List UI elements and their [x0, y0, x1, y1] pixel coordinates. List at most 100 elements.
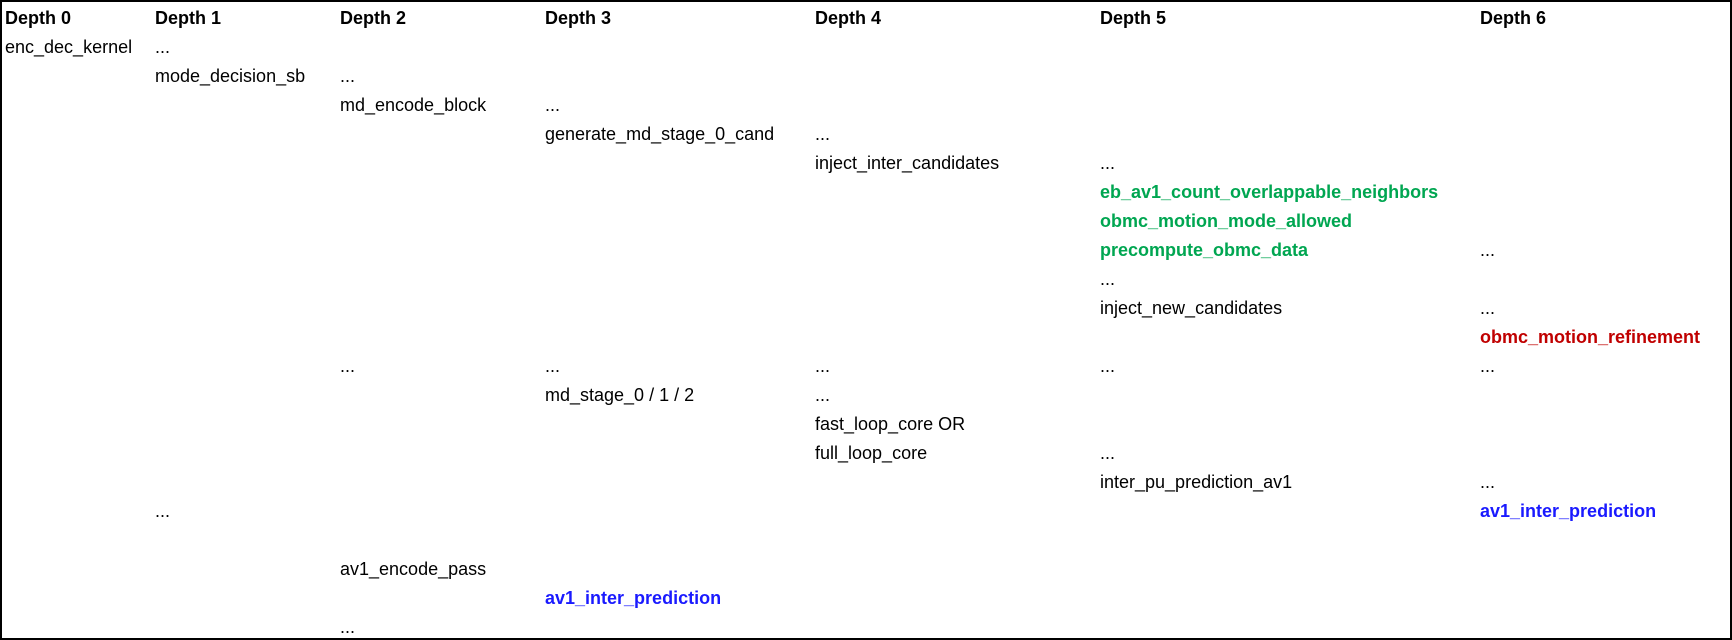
empty-cell — [545, 613, 815, 638]
ellipsis-marker: ... — [340, 356, 356, 376]
empty-cell — [1100, 526, 1480, 555]
empty-cell — [815, 33, 1100, 62]
empty-cell — [340, 410, 545, 439]
empty-cell — [1100, 497, 1480, 526]
function-name: inter_pu_prediction_av1 — [1100, 472, 1293, 492]
empty-cell — [155, 352, 340, 381]
empty-cell — [155, 236, 340, 265]
empty-cell — [1480, 33, 1730, 62]
function-name: eb_av1_count_overlappable_neighbors — [1100, 182, 1439, 202]
empty-cell — [5, 410, 155, 439]
empty-cell — [1480, 178, 1730, 207]
empty-cell — [1100, 120, 1480, 149]
empty-cell — [340, 149, 545, 178]
empty-cell — [815, 178, 1100, 207]
empty-cell — [155, 555, 340, 584]
empty-cell — [5, 120, 155, 149]
empty-cell — [545, 265, 815, 294]
empty-cell — [815, 294, 1100, 323]
function-name: inject_inter_candidates — [815, 153, 1000, 173]
empty-cell — [155, 91, 340, 120]
ellipsis-marker: ... — [815, 385, 831, 405]
empty-cell — [340, 439, 545, 468]
ellipsis-marker: ... — [155, 37, 171, 57]
empty-cell — [1100, 584, 1480, 613]
empty-cell — [1100, 410, 1480, 439]
empty-cell — [5, 265, 155, 294]
empty-cell — [5, 149, 155, 178]
empty-cell — [155, 323, 340, 352]
empty-cell — [545, 236, 815, 265]
empty-cell — [340, 497, 545, 526]
empty-cell — [155, 381, 340, 410]
empty-cell — [1100, 33, 1480, 62]
empty-cell — [155, 410, 340, 439]
empty-cell — [155, 294, 340, 323]
empty-cell — [545, 526, 815, 555]
empty-cell — [340, 584, 545, 613]
empty-cell — [155, 526, 340, 555]
ellipsis-marker: ... — [1100, 443, 1116, 463]
depth-header-3: Depth 3 — [545, 8, 612, 28]
empty-cell — [5, 497, 155, 526]
empty-cell — [155, 439, 340, 468]
empty-cell — [155, 120, 340, 149]
ellipsis-marker: ... — [815, 124, 831, 144]
ellipsis-marker: ... — [1100, 269, 1116, 289]
function-name: fast_loop_core OR — [815, 414, 966, 434]
ellipsis-marker: ... — [1480, 298, 1496, 318]
empty-cell — [1480, 265, 1730, 294]
depth-header-5: Depth 5 — [1100, 8, 1167, 28]
empty-cell — [5, 178, 155, 207]
empty-cell — [1480, 410, 1730, 439]
empty-cell — [545, 62, 815, 91]
empty-cell — [340, 33, 545, 62]
empty-cell — [815, 265, 1100, 294]
empty-cell — [545, 294, 815, 323]
ellipsis-marker: ... — [545, 356, 561, 376]
empty-cell — [545, 323, 815, 352]
empty-cell — [5, 468, 155, 497]
empty-cell — [1480, 584, 1730, 613]
empty-cell — [545, 178, 815, 207]
ellipsis-marker: ... — [1480, 356, 1496, 376]
empty-cell — [340, 468, 545, 497]
function-name: av1_inter_prediction — [1480, 501, 1657, 521]
ellipsis-marker: ... — [340, 617, 356, 637]
depth-header-0: Depth 0 — [5, 8, 72, 28]
empty-cell — [5, 584, 155, 613]
empty-cell — [1100, 555, 1480, 584]
function-name: precompute_obmc_data — [1100, 240, 1309, 260]
empty-cell — [1100, 62, 1480, 91]
empty-cell — [155, 584, 340, 613]
ellipsis-marker: ... — [1480, 472, 1496, 492]
function-name: enc_dec_kernel — [5, 37, 133, 57]
empty-cell — [5, 439, 155, 468]
empty-cell — [340, 265, 545, 294]
empty-cell — [5, 381, 155, 410]
function-name: inject_new_candidates — [1100, 298, 1283, 318]
depth-header-4: Depth 4 — [815, 8, 882, 28]
empty-cell — [340, 236, 545, 265]
empty-cell — [1480, 526, 1730, 555]
empty-cell — [155, 149, 340, 178]
depth-header-6: Depth 6 — [1480, 8, 1547, 28]
empty-cell — [5, 62, 155, 91]
empty-cell — [340, 120, 545, 149]
empty-cell — [1100, 613, 1480, 638]
empty-cell — [5, 207, 155, 236]
function-name: av1_inter_prediction — [545, 588, 722, 608]
ellipsis-marker: ... — [155, 501, 171, 521]
ellipsis-marker: ... — [1480, 240, 1496, 260]
empty-cell — [1100, 323, 1480, 352]
empty-cell — [545, 468, 815, 497]
empty-cell — [340, 294, 545, 323]
function-name: md_encode_block — [340, 95, 487, 115]
empty-cell — [815, 62, 1100, 91]
function-name: obmc_motion_mode_allowed — [1100, 211, 1353, 231]
empty-cell — [340, 323, 545, 352]
empty-cell — [155, 613, 340, 638]
function-name: mode_decision_sb — [155, 66, 306, 86]
